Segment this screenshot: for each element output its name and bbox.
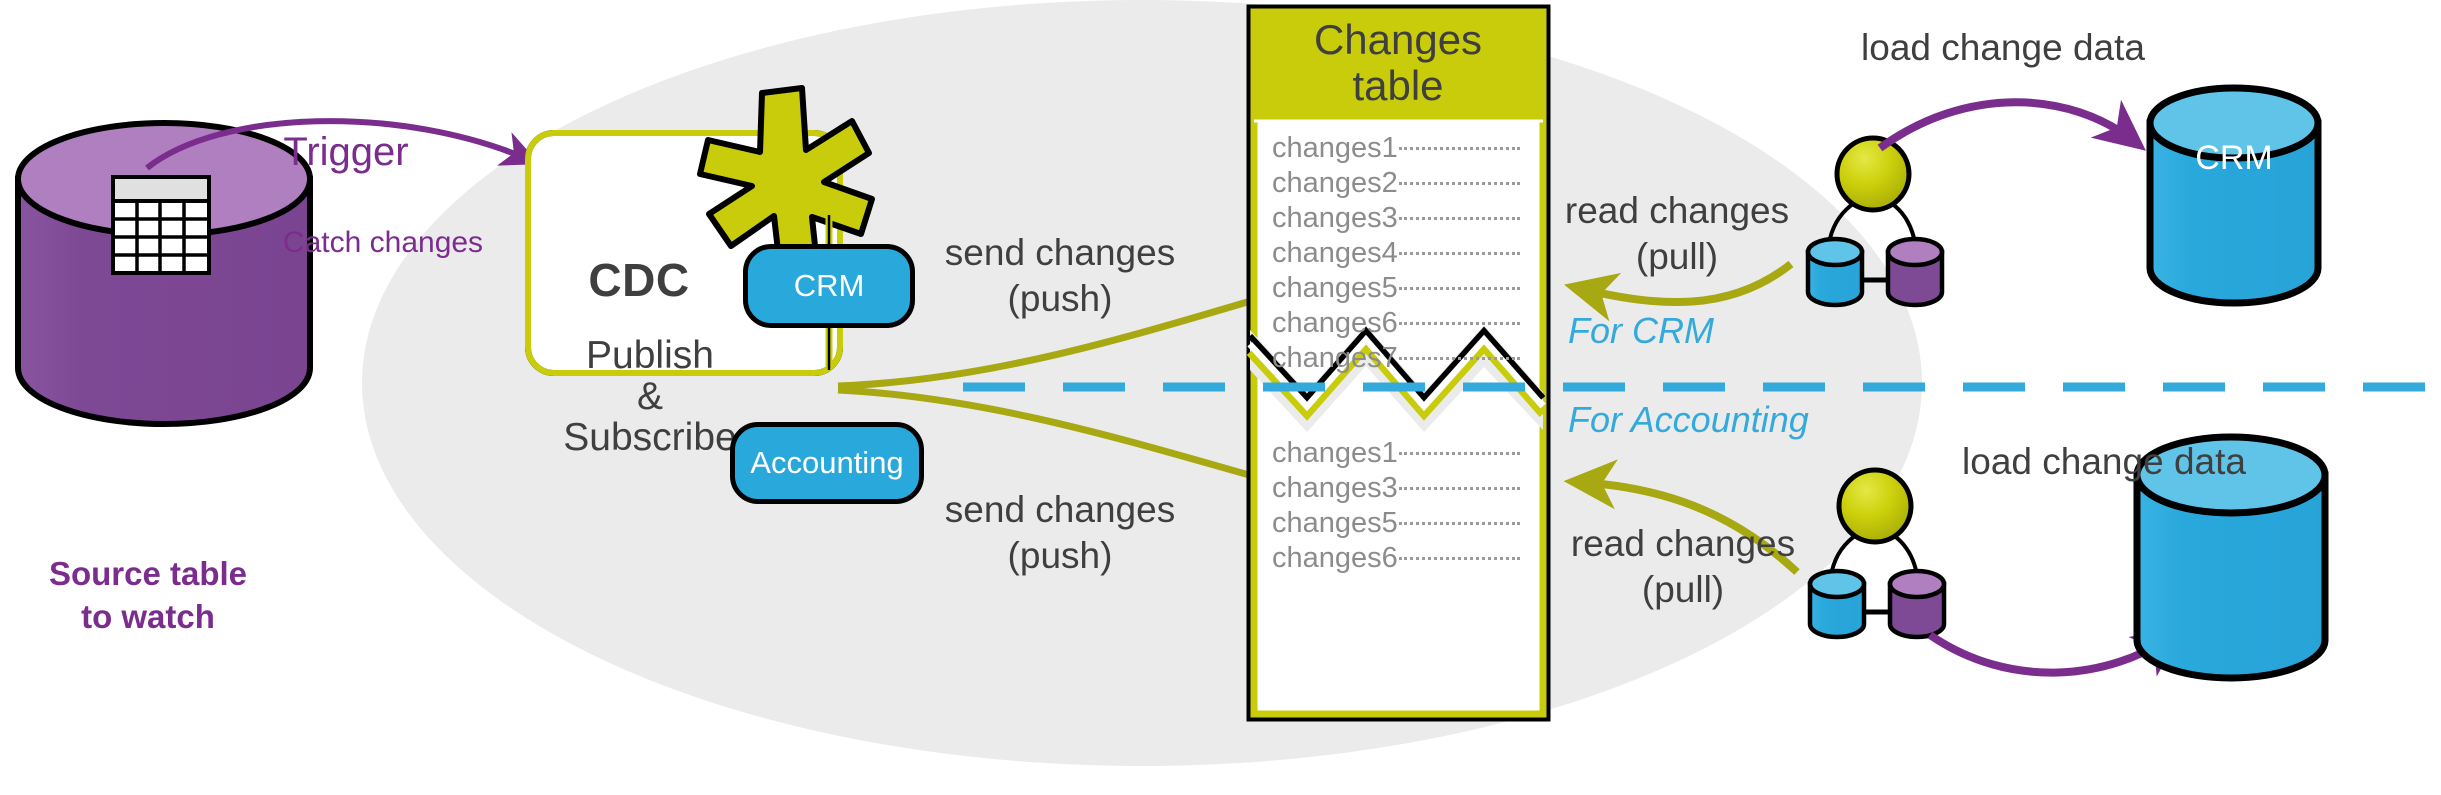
changes-row-label: changes2 xyxy=(1272,167,1398,199)
cdc-subtitle-line1: Publish xyxy=(586,334,714,377)
load-label-crm: load change data xyxy=(1861,27,2145,68)
pull-label-crm-line1: read changes xyxy=(1564,190,1790,231)
changes-row-label: changes5 xyxy=(1272,272,1398,304)
push-label-accounting-line1: send changes xyxy=(944,489,1176,530)
cdc-chip-accounting-label: Accounting xyxy=(750,445,904,480)
row-dot-leader xyxy=(1398,487,1520,490)
cdc-chip-crm[interactable]: CRM xyxy=(743,244,915,328)
partition-label-upper: For CRM xyxy=(1568,310,1714,351)
etl-nodes-icon-lower xyxy=(1807,467,1947,640)
changes-row-label: changes3 xyxy=(1272,472,1398,504)
row-dot-leader xyxy=(1398,182,1520,185)
source-cylinder-label: Product xyxy=(94,459,230,502)
changes-row-label: changes5 xyxy=(1272,507,1398,539)
row-dot-leader xyxy=(1398,522,1520,525)
changes-row-label: changes7 xyxy=(1272,342,1398,374)
changes-row-label: changes3 xyxy=(1272,202,1398,234)
changes-row: changes6 xyxy=(1272,307,1520,340)
target-cylinder-accounting-label: Accounting xyxy=(2146,342,2316,380)
trigger-label: Trigger xyxy=(283,130,409,174)
source-caption-line1: Source table xyxy=(48,555,248,592)
changes-row-label: changes1 xyxy=(1272,132,1398,164)
changes-row-label: changes4 xyxy=(1272,237,1398,269)
push-label-accounting-line2: (push) xyxy=(1007,535,1113,576)
changes-table-title-line1: Changes xyxy=(1313,16,1483,63)
changes-table-title-line2: table xyxy=(1352,62,1444,109)
pull-label-accounting-line1: read changes xyxy=(1570,523,1796,564)
changes-row-label: changes6 xyxy=(1272,542,1398,574)
cdc-subtitle-line3: Subscribe xyxy=(563,416,737,459)
trigger-arrow xyxy=(145,118,540,171)
row-dot-leader xyxy=(1398,357,1520,360)
row-dot-leader xyxy=(1398,147,1520,150)
pull-arrow-crm xyxy=(1564,260,1794,322)
load-label-accounting: load change data xyxy=(1962,441,2246,482)
target-cylinder-crm-label: CRM xyxy=(2195,139,2273,177)
changes-row: changes6 xyxy=(1272,542,1520,575)
row-dot-leader xyxy=(1398,452,1520,455)
target-cylinder-accounting xyxy=(2133,433,2329,682)
push-arrow-crm xyxy=(837,279,1298,390)
changes-row: changes3 xyxy=(1272,472,1520,505)
push-label-crm-line1: send changes xyxy=(944,232,1176,273)
changes-row: changes5 xyxy=(1272,272,1520,305)
cdc-subtitle-line2: & xyxy=(636,375,664,418)
pull-label-accounting-line2: (pull) xyxy=(1641,569,1725,610)
source-caption-line2: to watch xyxy=(81,598,215,635)
etl-nodes-icon xyxy=(1805,135,1945,308)
row-dot-leader xyxy=(1398,322,1520,325)
changes-row: changes5 xyxy=(1272,507,1520,540)
row-dot-leader xyxy=(1398,252,1520,255)
catch-changes-label: Catch changes xyxy=(282,226,484,259)
load-arrow-crm xyxy=(1877,98,2146,152)
partition-label-lower: For Accounting xyxy=(1568,399,1809,440)
changes-row: changes7 xyxy=(1272,342,1520,375)
row-dot-leader xyxy=(1398,217,1520,220)
changes-row-label: changes1 xyxy=(1272,437,1398,469)
push-arrow-accounting xyxy=(837,386,1298,498)
cdc-title: CDC xyxy=(588,254,690,306)
target-cylinder-crm xyxy=(2146,84,2322,307)
changes-row: changes3 xyxy=(1272,202,1520,235)
changes-row: changes4 xyxy=(1272,237,1520,270)
pull-arrow-accounting xyxy=(1563,459,1800,575)
changes-row: changes1 xyxy=(1272,437,1520,470)
table-grid-icon xyxy=(111,175,211,275)
changes-row-label: changes6 xyxy=(1272,307,1398,339)
cdc-chip-accounting[interactable]: Accounting xyxy=(730,422,924,504)
push-label-crm-line2: (push) xyxy=(1007,278,1113,319)
changes-row: changes2 xyxy=(1272,167,1520,200)
row-dot-leader xyxy=(1398,557,1520,560)
cdc-box-outline-lower xyxy=(525,330,843,376)
pull-label-crm-line2: (pull) xyxy=(1635,236,1719,277)
cdc-chip-crm-label: CRM xyxy=(793,268,865,303)
changes-row: changes1 xyxy=(1272,132,1520,165)
row-dot-leader xyxy=(1398,287,1520,290)
